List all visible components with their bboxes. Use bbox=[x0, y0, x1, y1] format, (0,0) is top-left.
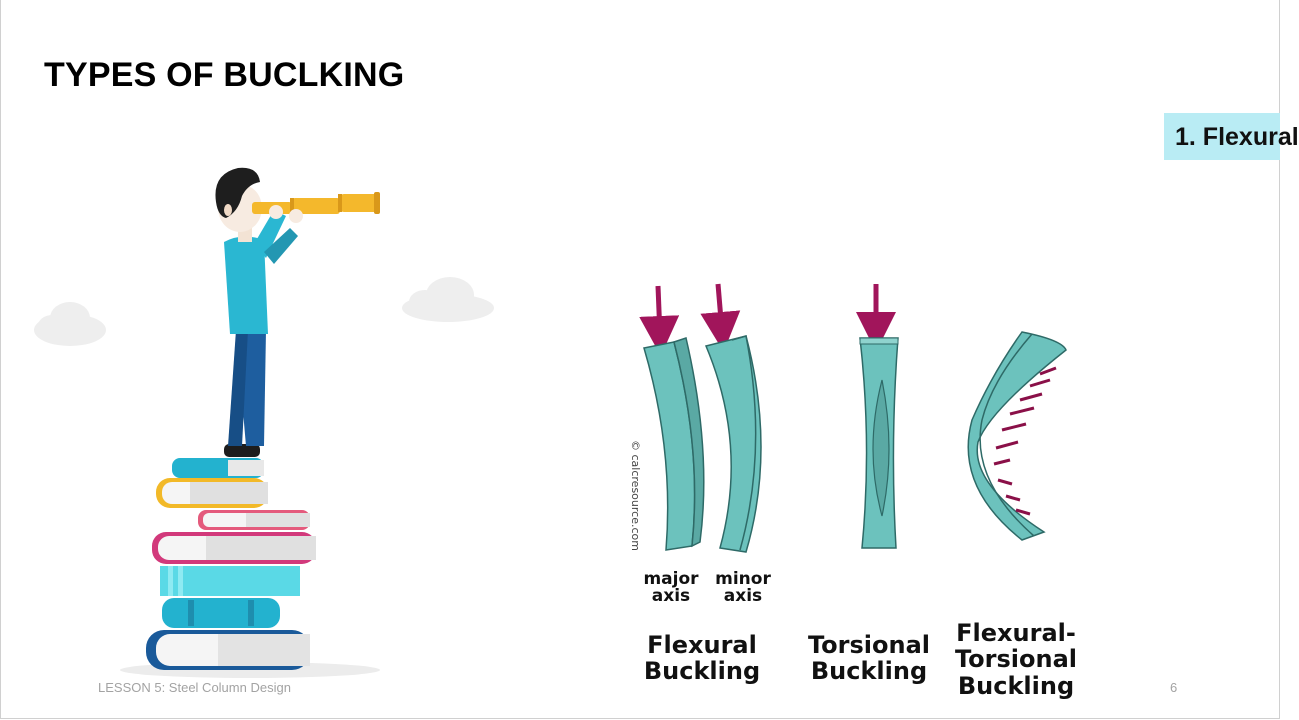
label-major-axis: major axis bbox=[643, 569, 699, 606]
cloud-left bbox=[34, 302, 106, 346]
callout-label: 1. Flexural bbox=[1175, 123, 1299, 151]
flexural-minor-column bbox=[700, 283, 762, 553]
footer-lesson: LESSON 5: Steel Column Design bbox=[98, 680, 291, 695]
slide-title: TYPES OF BUCLKING bbox=[44, 56, 405, 94]
flexural-callout: 1. Flexural bbox=[1164, 113, 1299, 160]
man-figure bbox=[215, 167, 380, 457]
label-flexural-torsional-buckling: Flexural- Torsional Buckling bbox=[954, 619, 1077, 700]
flexural-torsional-column bbox=[967, 331, 1067, 541]
buckling-types-figure bbox=[639, 283, 1067, 553]
label-flexural-buckling: Flexural Buckling bbox=[643, 631, 761, 686]
telescope-man-illustration bbox=[34, 167, 494, 678]
book-stack bbox=[146, 458, 316, 670]
force-arrows bbox=[993, 366, 1057, 516]
label-minor-axis: minor axis bbox=[715, 569, 771, 606]
torsional-column bbox=[856, 284, 899, 549]
flexural-major-column bbox=[639, 285, 705, 551]
page-number: 6 bbox=[1170, 680, 1178, 695]
image-credit: © calcresource.com bbox=[629, 440, 642, 551]
cloud-right bbox=[402, 277, 494, 322]
label-torsional-buckling: Torsional Buckling bbox=[807, 631, 930, 686]
